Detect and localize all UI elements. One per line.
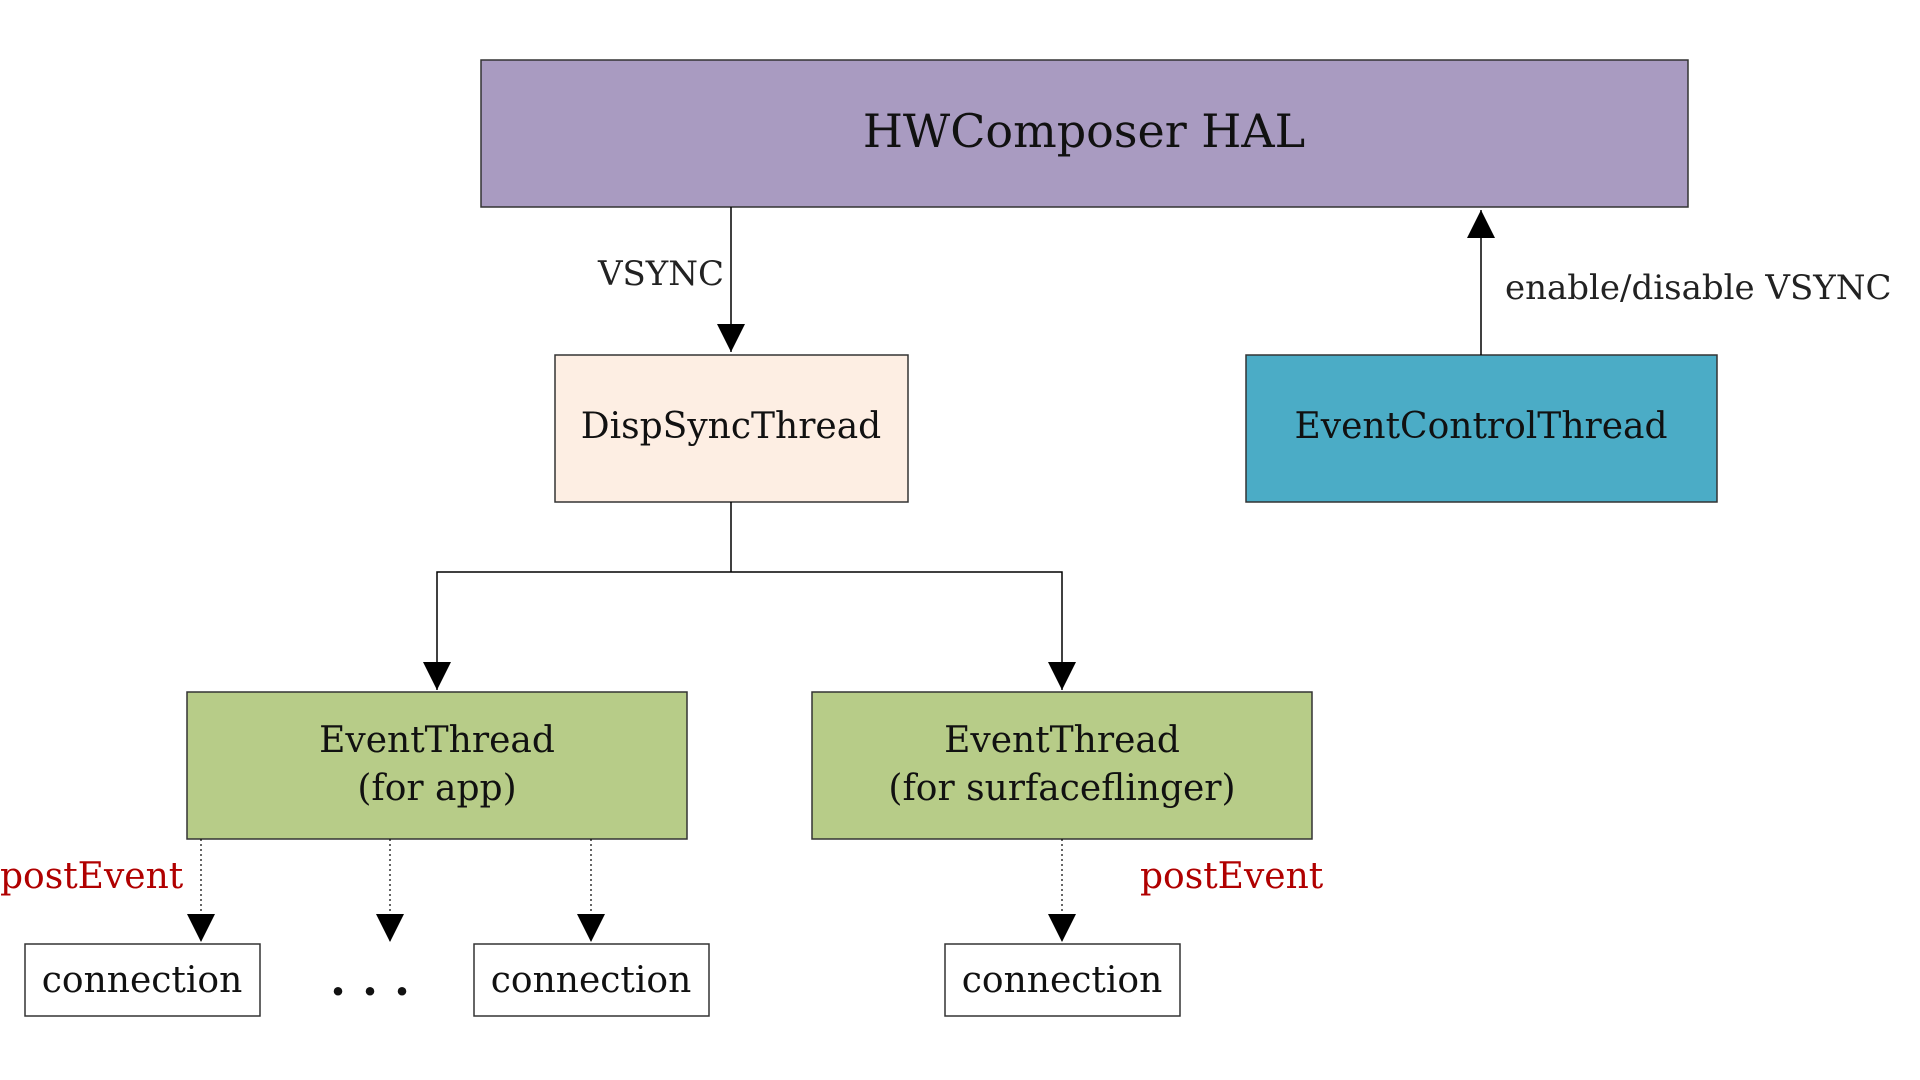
connection-label-3: connection [962,960,1163,1001]
post-event-app-label: postEvent [0,856,184,897]
fanout-to-app-arrow [423,571,731,690]
vsync-label: VSYNC [597,254,724,294]
event-thread-app-title: EventThread [319,720,555,761]
dispsync-thread-box [554,354,909,503]
connection-node-1: connection [24,943,261,1017]
fanout-to-sf-arrow [731,571,1076,690]
event-thread-sf-box [811,691,1313,840]
connection-ellipsis: . . . [330,952,410,1006]
connection-node-2: connection [473,943,710,1017]
event-control-thread-label: EventControlThread [1294,406,1667,447]
hwcomposer-hal-node: HWComposer HAL [480,59,1689,208]
connection-label-1: connection [42,960,243,1001]
post-event-edges: postEvent postEvent [0,839,1324,942]
event-control-thread-box [1245,354,1718,503]
hwcomposer-hal-box [480,59,1689,208]
connection-box-1 [24,943,261,1017]
post-event-sf-label: postEvent [1140,856,1324,897]
connection-box-3 [944,943,1181,1017]
event-thread-app-box [186,691,688,840]
hwcomposer-hal-label: HWComposer HAL [863,104,1305,158]
enable-disable-vsync-edge: enable/disable VSYNC [1467,210,1891,355]
event-control-thread-node: EventControlThread [1245,354,1718,503]
event-thread-sf-node: EventThread (for surfaceflinger) [811,691,1313,840]
dispsync-thread-label: DispSyncThread [581,406,881,447]
event-thread-app-node: EventThread (for app) [186,691,688,840]
connection-label-2: connection [491,960,692,1001]
event-thread-sf-subtitle: (for surfaceflinger) [888,768,1235,809]
dispsync-fanout-edges [423,502,1076,690]
connection-box-2 [473,943,710,1017]
vsync-edge: VSYNC [597,207,745,352]
event-thread-sf-title: EventThread [944,720,1180,761]
event-thread-app-subtitle: (for app) [357,768,516,809]
dispsync-thread-node: DispSyncThread [554,354,909,503]
enable-disable-vsync-label: enable/disable VSYNC [1505,268,1891,308]
connection-node-3: connection [944,943,1181,1017]
